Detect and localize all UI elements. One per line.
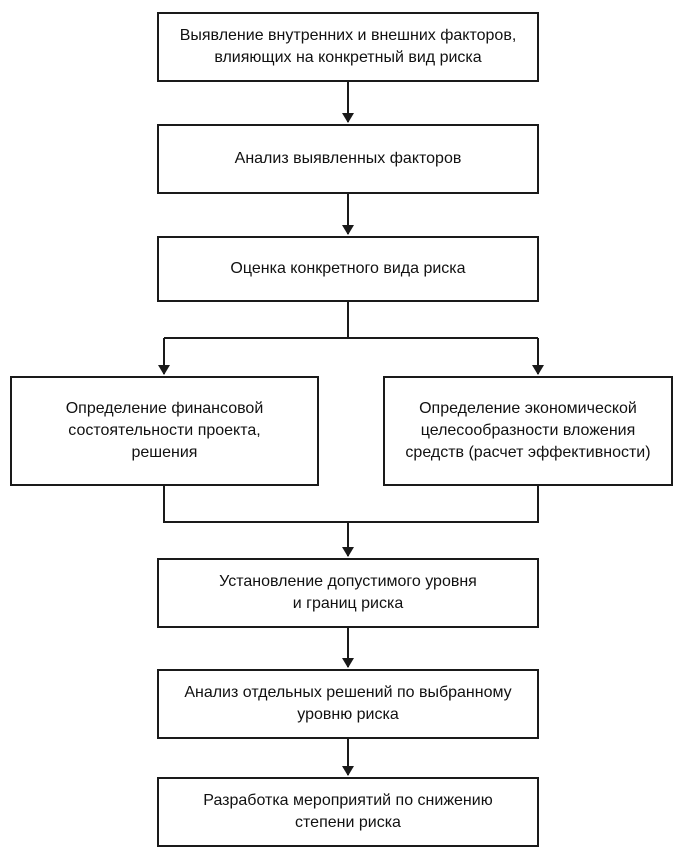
node-analyze-factors: Анализ выявленных факторов [157,124,539,194]
node-financial-solvency: Определение финансовой состоятельности п… [10,376,319,486]
node-acceptable-level: Установление допустимого уровня и границ… [157,558,539,628]
node-develop-measures: Разработка мероприятий по снижению степе… [157,777,539,847]
node-identify-factors: Выявление внутренних и внешних факторов,… [157,12,539,82]
node-economic-feasibility: Определение экономической целесообразнос… [383,376,673,486]
node-analyze-decisions-label: Анализ отдельных решений по выбранному у… [184,684,512,723]
edge-n3-split [164,301,349,339]
node-assess-risk: Оценка конкретного вида риска [157,236,539,302]
node-assess-risk-label: Оценка конкретного вида риска [230,260,466,277]
node-financial-solvency-label: Определение финансовой состоятельности п… [65,400,264,461]
node-economic-feasibility-label: Определение экономической целесообразнос… [405,400,651,461]
node-analyze-factors-label: Анализ выявленных факторов [234,150,462,167]
node-identify-factors-label: Выявление внутренних и внешних факторов,… [179,27,517,66]
node-acceptable-level-label: Установление допустимого уровня и границ… [219,573,477,612]
edge-n5-merge [348,485,539,523]
edge-n4-merge [163,485,348,523]
node-analyze-decisions: Анализ отдельных решений по выбранному у… [157,669,539,739]
node-develop-measures-label: Разработка мероприятий по снижению степе… [203,792,493,831]
